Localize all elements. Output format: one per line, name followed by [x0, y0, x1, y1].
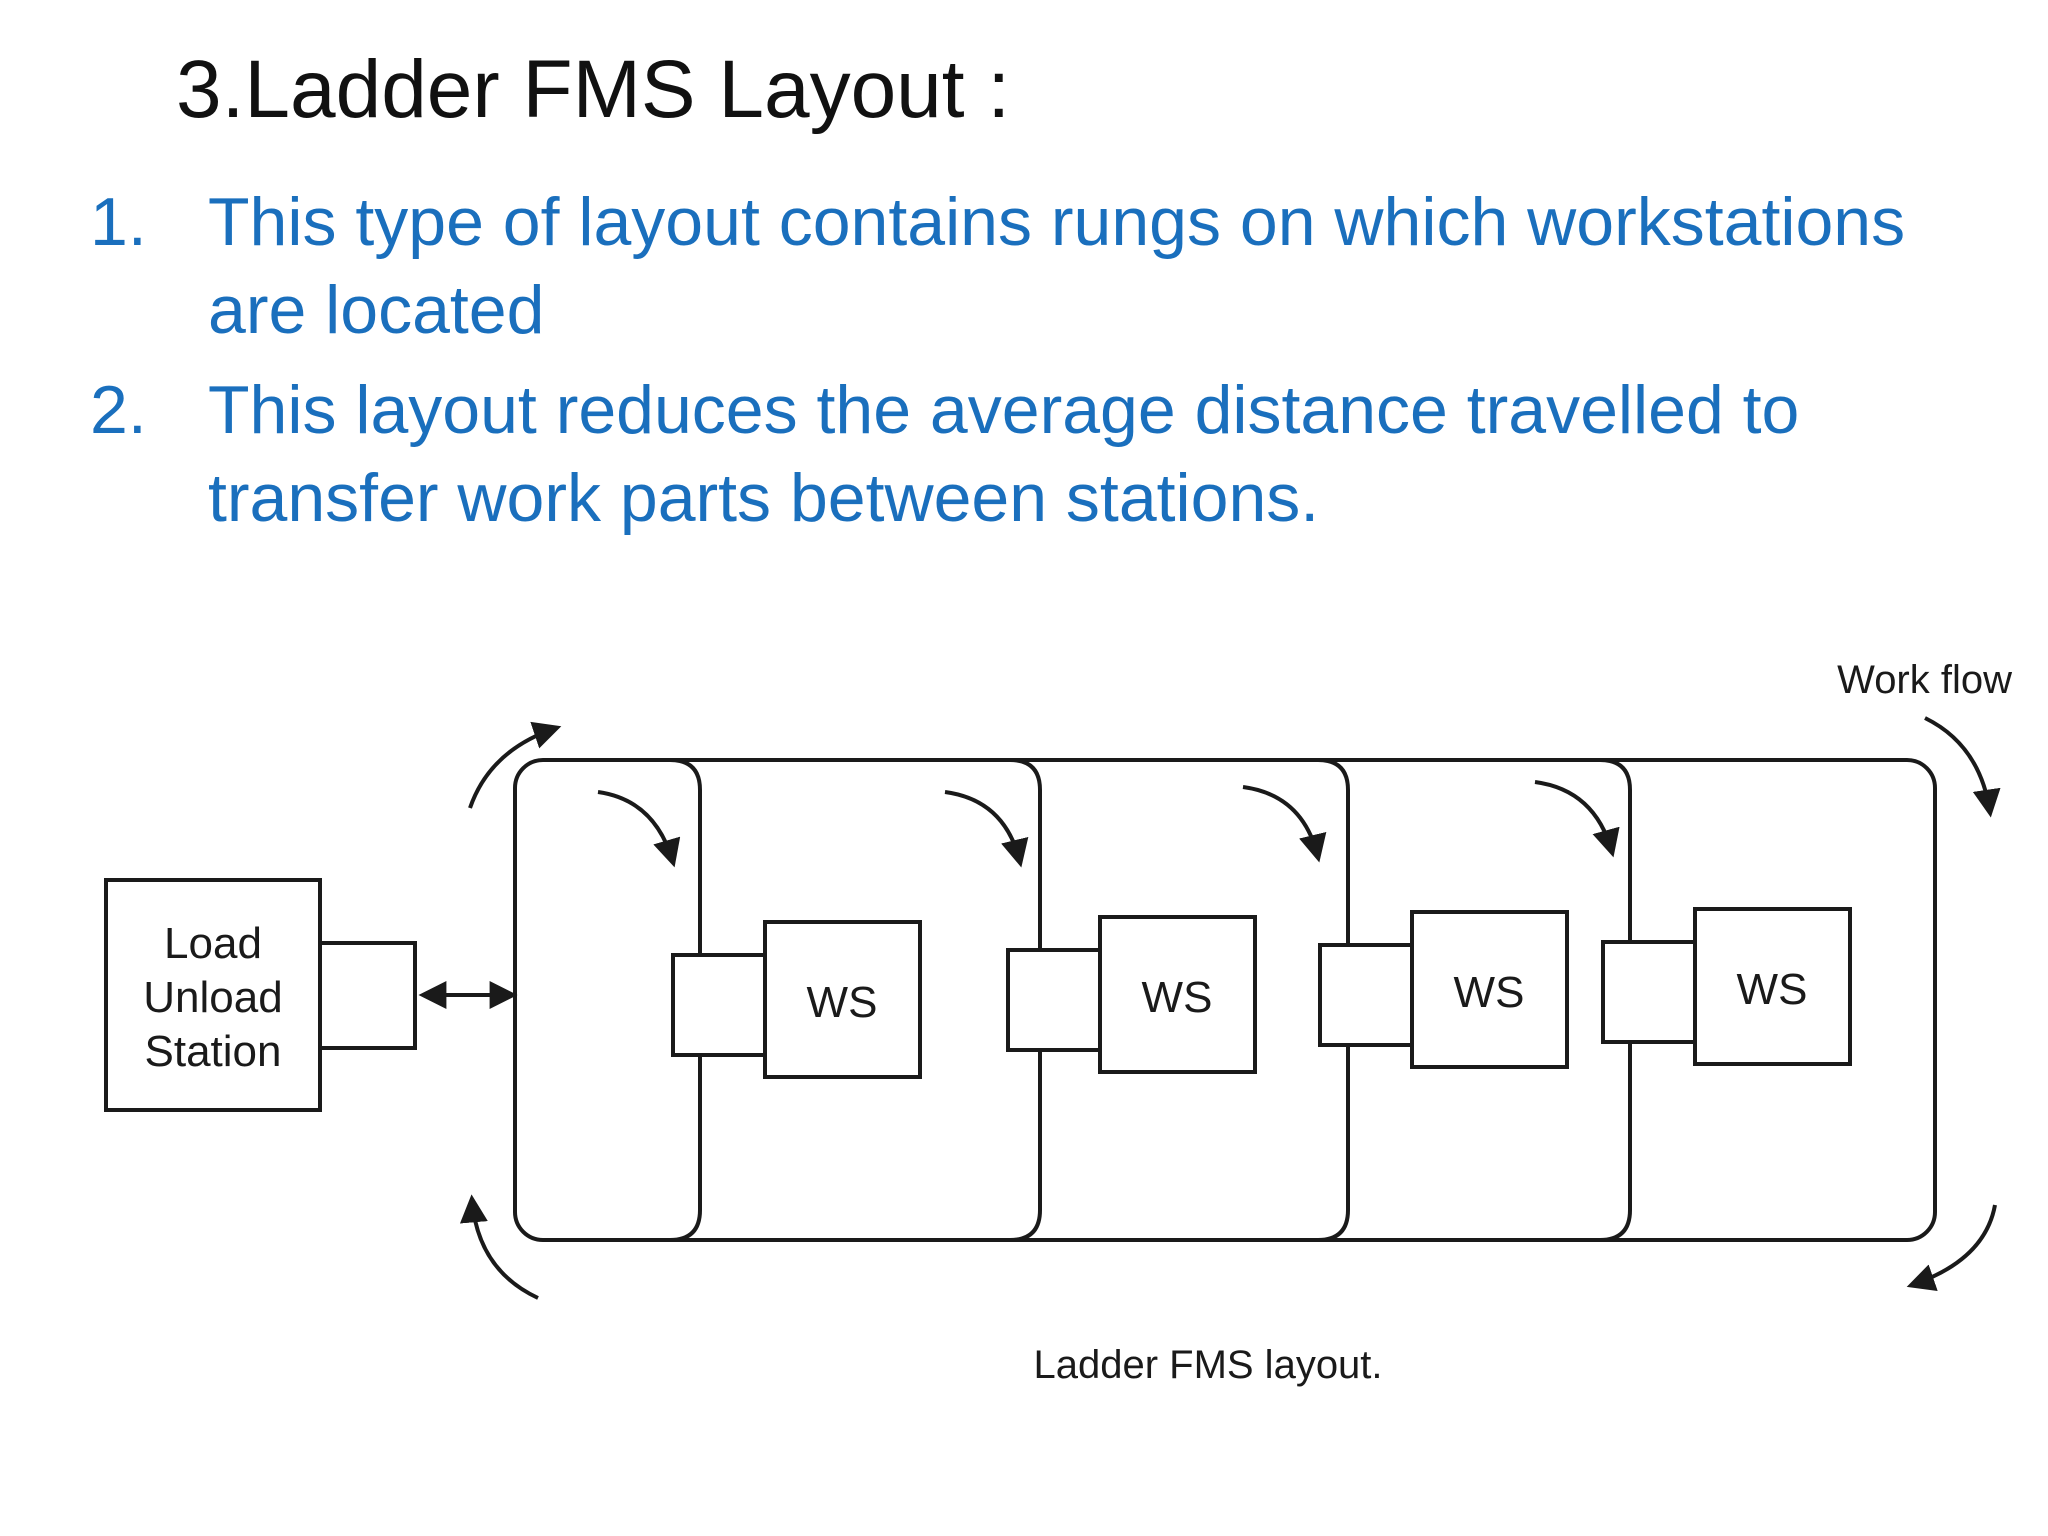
bullet-list: 1. This type of layout contains rungs on…: [90, 178, 1990, 554]
workstation-label: WS: [1142, 973, 1213, 1022]
bullet-text: This type of layout contains rungs on wh…: [208, 184, 1906, 348]
workstation-box: [763, 920, 922, 1079]
workstation-label: WS: [807, 978, 878, 1027]
workstation-label: WS: [1737, 965, 1808, 1014]
workstation-box: [1098, 915, 1257, 1074]
workstation-box: [1410, 910, 1569, 1069]
load-station-label-line-2: Unload: [143, 973, 282, 1022]
load-unload-station-box: [104, 878, 322, 1112]
circulation-arrow-icon: [459, 1194, 539, 1300]
ladder-fms-diagram: Load Unload Station WS WS WS WS Work flo…: [104, 658, 2012, 1387]
workstation-label: WS: [1454, 968, 1525, 1017]
work-flow-label: Work flow: [1837, 658, 2012, 702]
flow-arrow-icon: [944, 790, 1029, 868]
workstation-buffer: [1006, 948, 1102, 1052]
workstation-box: [1693, 907, 1852, 1066]
ladder-outer-loop: [513, 758, 1937, 1242]
circulation-arrow-icon: [1924, 716, 2001, 818]
load-station-label-line-1: Load: [164, 919, 262, 968]
bullet-item: 1. This type of layout contains rungs on…: [90, 178, 1990, 354]
flow-arrow-icon: [1242, 785, 1327, 863]
bullet-number: 2.: [90, 372, 147, 448]
load-station-buffer: [318, 941, 417, 1050]
slide-title: 3.Ladder FMS Layout :: [176, 44, 1011, 135]
flow-arrow-icon: [1534, 780, 1620, 858]
bullet-text: This layout reduces the average distance…: [208, 372, 1800, 536]
workstation-buffer: [1318, 943, 1414, 1047]
load-station-label-line-3: Station: [145, 1027, 282, 1076]
bullet-number: 1.: [90, 184, 147, 260]
workstation-buffer: [1601, 940, 1697, 1044]
workstation-buffer: [671, 953, 767, 1057]
circulation-arrow-icon: [1906, 1204, 1997, 1291]
diagram-caption: Ladder FMS layout.: [1033, 1343, 1382, 1387]
flow-arrow-icon: [597, 790, 681, 868]
circulation-arrow-icon: [468, 721, 562, 809]
bullet-item: 2. This layout reduces the average dista…: [90, 366, 1990, 542]
